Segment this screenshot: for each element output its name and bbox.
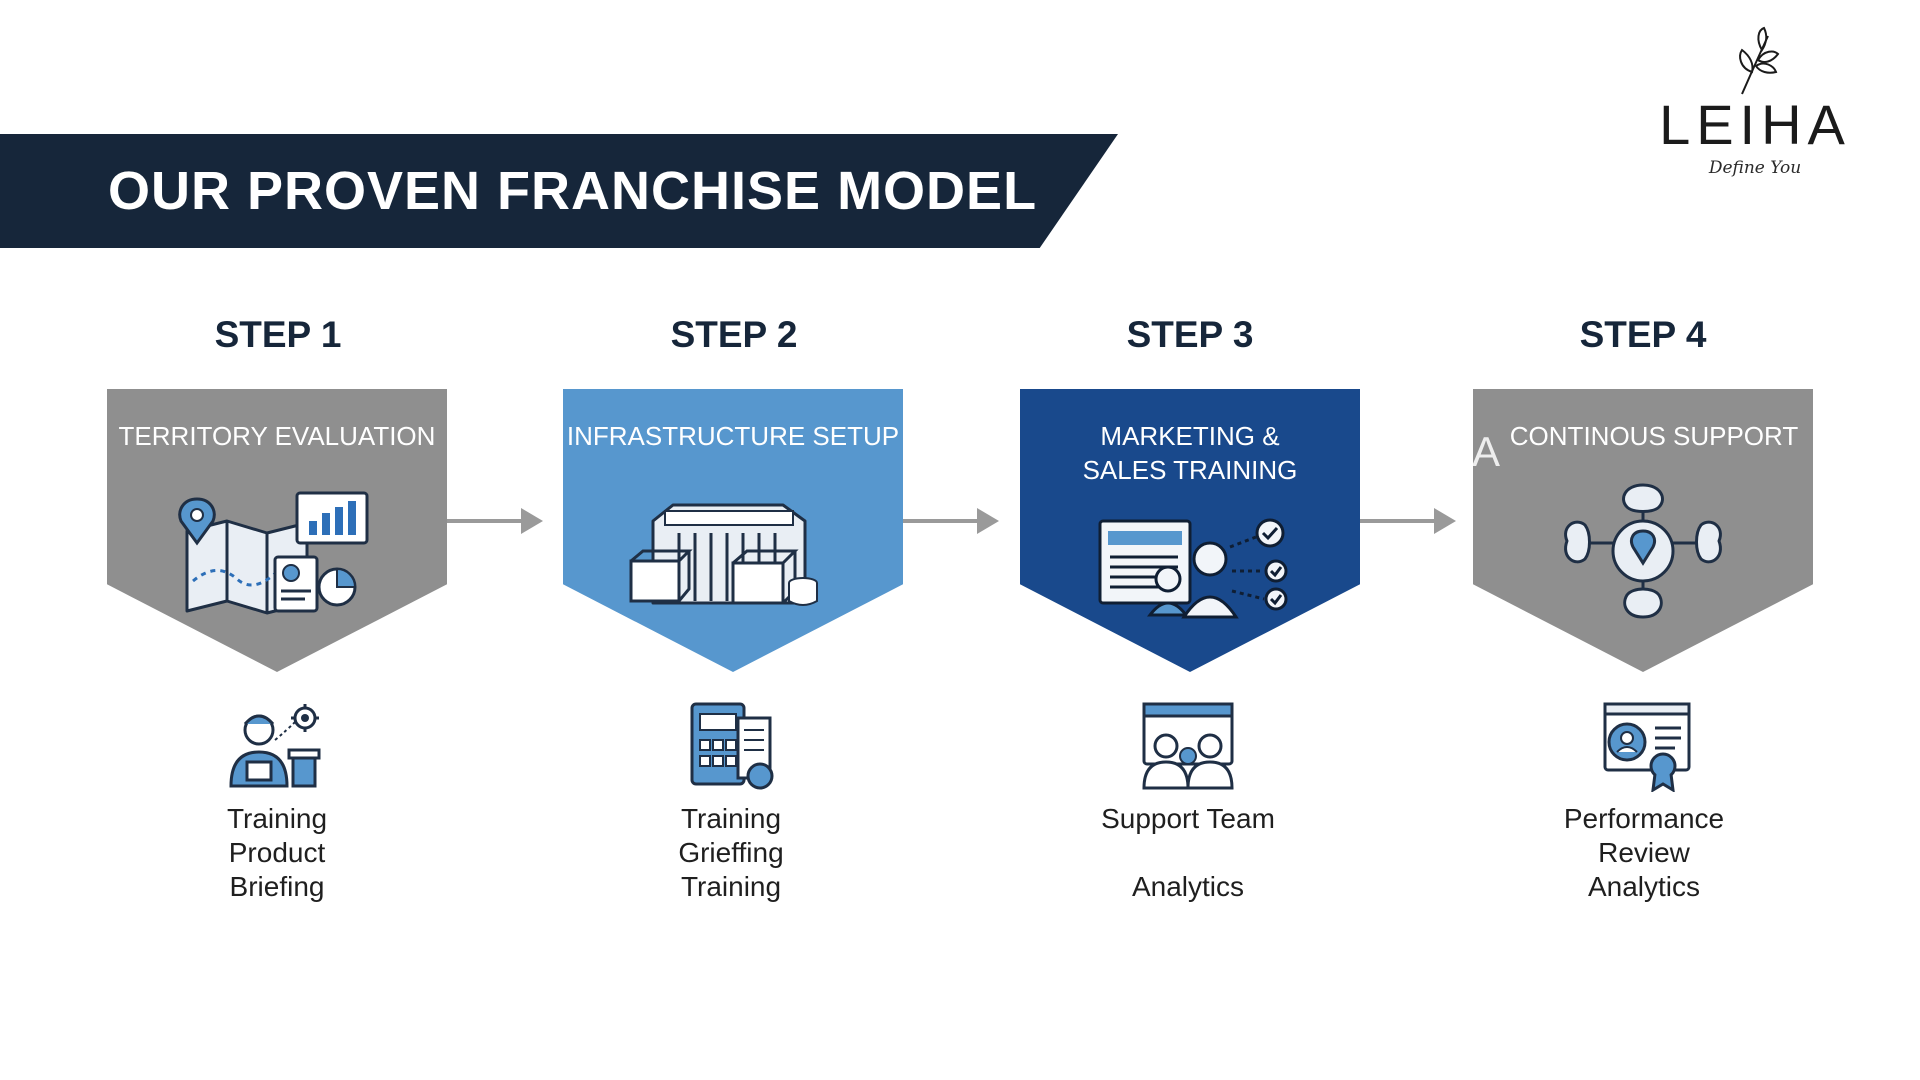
performance-review-icon <box>1603 702 1691 792</box>
list-item: Grieffing <box>678 837 784 868</box>
list-item: Product <box>228 837 326 868</box>
trainer-gear-icon <box>229 704 321 788</box>
list-item: Review <box>1598 837 1690 868</box>
step-3-title: MARKETING & SALES TRAINING <box>1082 421 1298 485</box>
step-4-title: CONTINOUS SUPPORT <box>1509 421 1799 451</box>
list-item: Analytics <box>1587 871 1701 902</box>
step-1-card: TERRITORY EVALUATION <box>107 389 447 672</box>
step-1-title: TERRITORY EVALUATION <box>118 421 436 451</box>
step-3-items: Support Team Analytics <box>1018 802 1358 904</box>
step-2-title: INFRASTRUCTURE SETUP <box>566 421 900 451</box>
list-item: Briefing <box>229 871 325 902</box>
connector-arrow-3 <box>1360 508 1456 534</box>
list-item <box>1018 836 1358 870</box>
step-1-label: STEP 1 <box>214 314 342 355</box>
logo-wordmark: LEIHA <box>1659 93 1851 156</box>
step-1-items: Training Product Briefing <box>107 802 447 904</box>
warehouse-crates-icon <box>629 503 818 606</box>
step-3-card: MARKETING & SALES TRAINING <box>1020 389 1360 672</box>
list-item: Support Team <box>1101 803 1275 834</box>
title-banner <box>0 134 1118 248</box>
page-title: OUR PROVEN FRANCHISE MODEL <box>108 161 1038 221</box>
step-4-items: Performance Review Analytics <box>1474 802 1814 904</box>
leaf-logo-icon <box>1739 26 1780 95</box>
list-item: Training <box>226 803 328 834</box>
list-item: Performance <box>1563 803 1725 834</box>
step-3-label: STEP 3 <box>1126 314 1254 355</box>
support-cycle-icon <box>1564 483 1722 619</box>
connector-arrow-2 <box>903 508 999 534</box>
step-4-label: STEP 4 <box>1579 314 1707 355</box>
list-item: Analytics <box>1131 871 1245 902</box>
brand-logo: LEIHA Define You <box>1650 26 1860 186</box>
step-2-label: STEP 2 <box>670 314 798 355</box>
list-item: Training <box>680 803 782 834</box>
step-2-card: INFRASTRUCTURE SETUP <box>563 389 903 672</box>
planning-calculator-icon <box>690 702 774 790</box>
logo-tagline: Define You <box>1708 158 1802 178</box>
connector-arrow-1 <box>447 508 543 534</box>
list-item: Training <box>680 871 782 902</box>
map-analytics-icon <box>178 491 369 615</box>
step-2-items: Training Grieffing Training <box>561 802 901 904</box>
support-team-icon <box>1142 702 1234 790</box>
presentation-team-icon <box>1098 518 1288 619</box>
stray-letter: A <box>1472 428 1501 475</box>
step-4-card: CONTINOUS SUPPORT <box>1473 389 1813 672</box>
